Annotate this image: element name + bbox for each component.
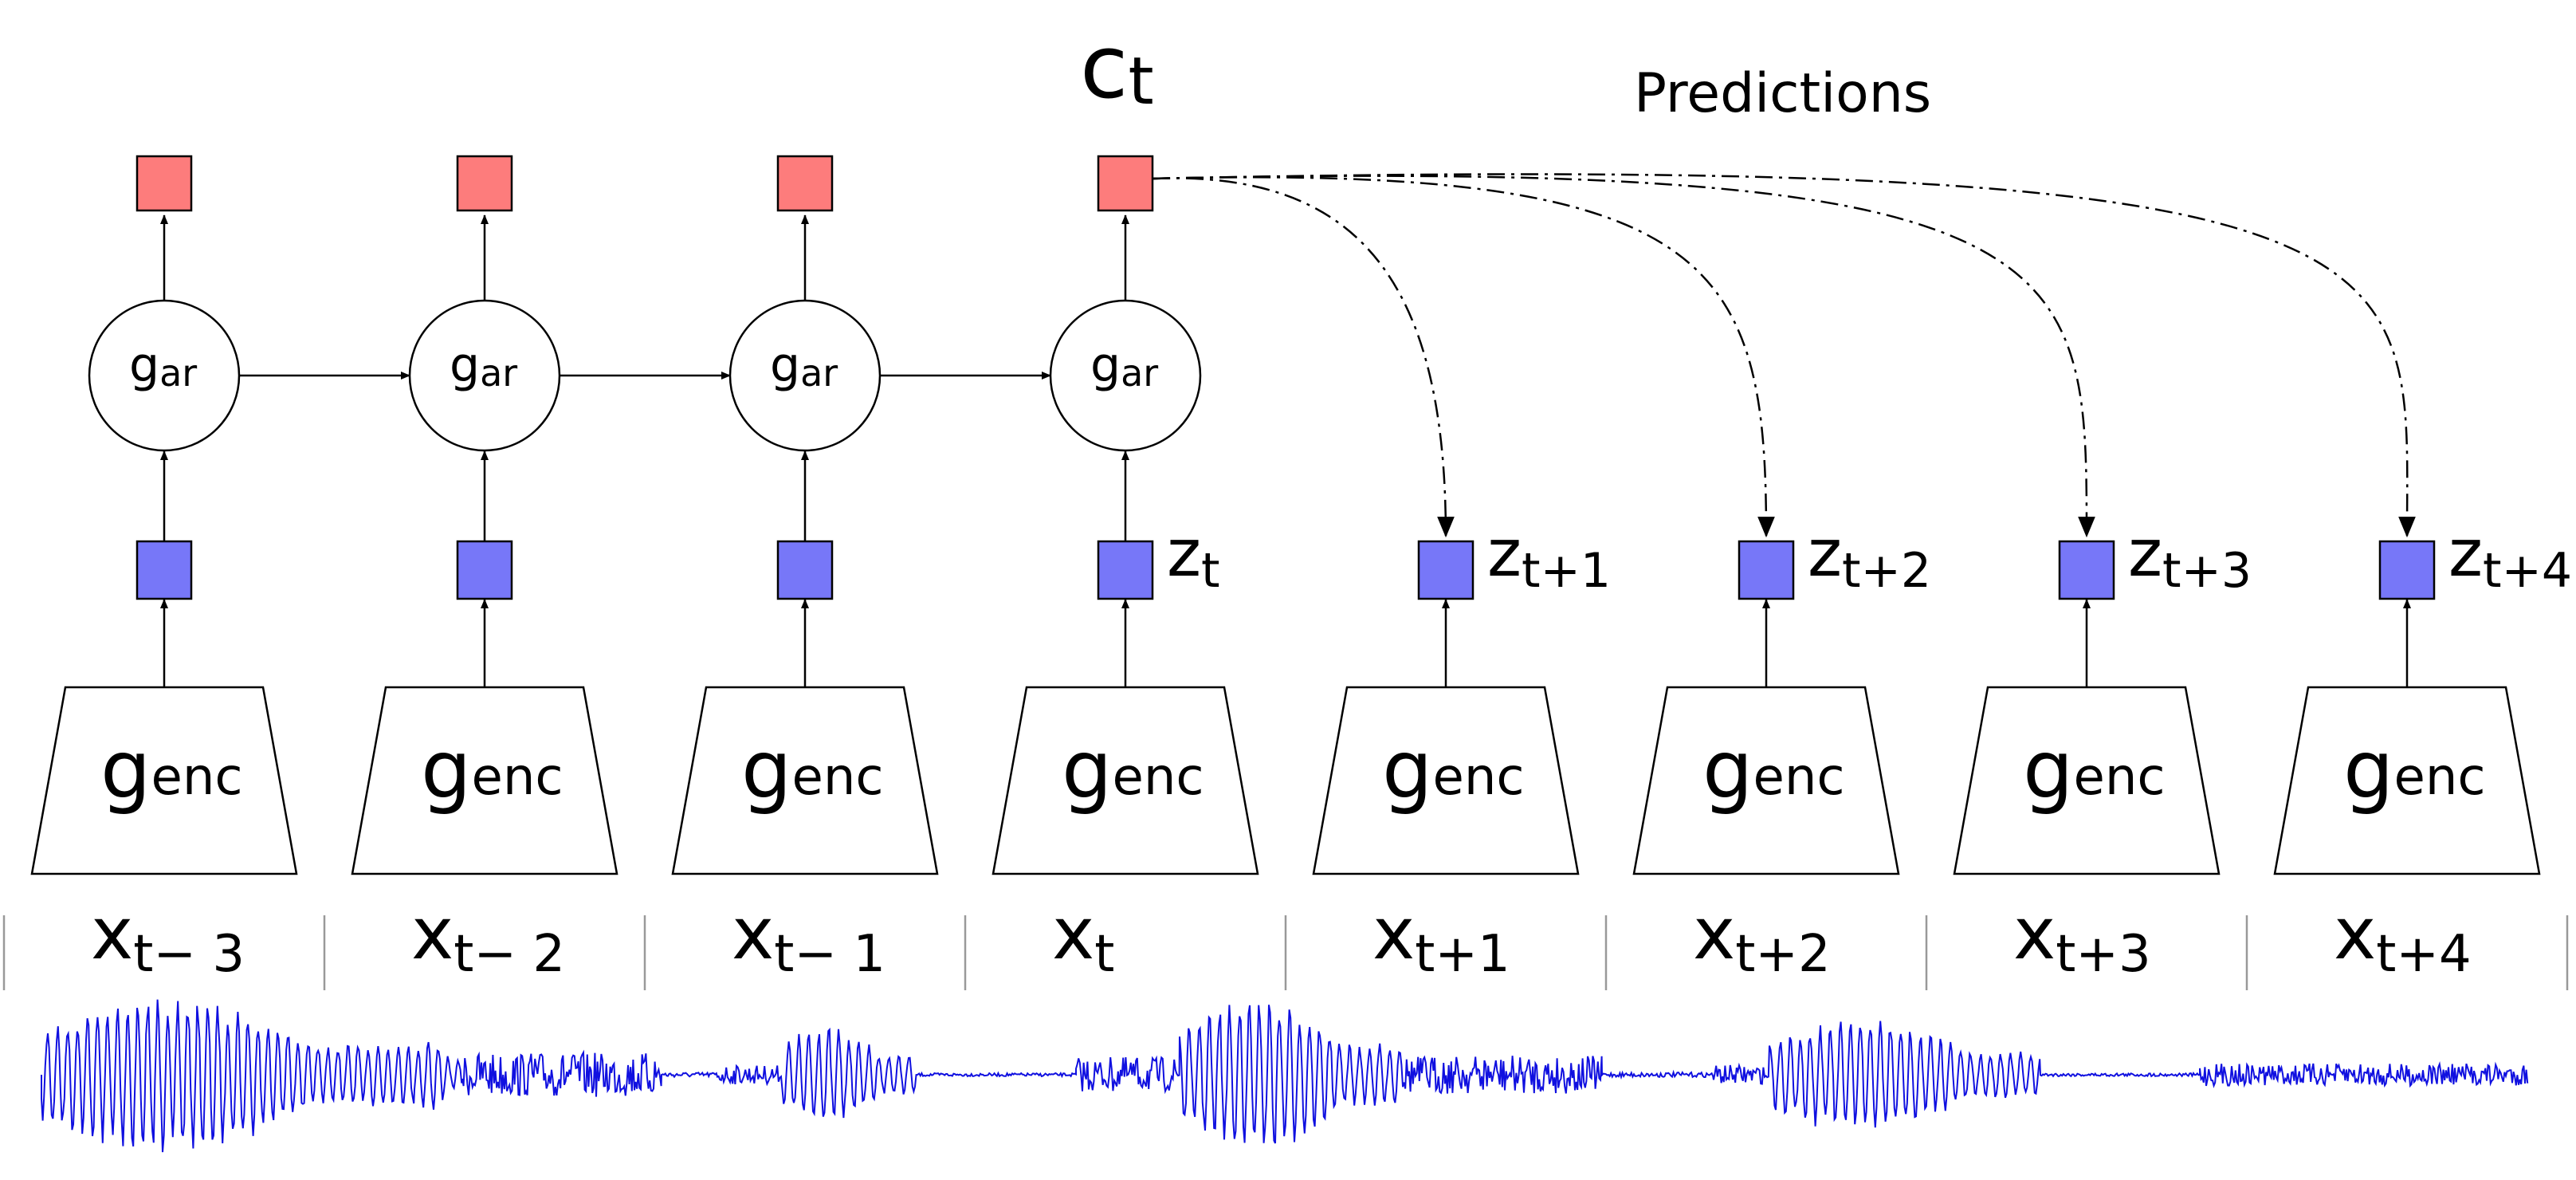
latent-label: zt+4 (2448, 516, 2572, 599)
context-c (456, 155, 513, 212)
encoder-label: genc (741, 723, 884, 816)
audio-waveform (41, 999, 2529, 1153)
context-c (776, 155, 834, 212)
input-label: xt− 2 (411, 892, 565, 984)
gar-label: gar (770, 337, 838, 395)
prediction-arrow-3 (1152, 175, 2095, 538)
encoder-block (1953, 686, 2221, 875)
latent-label: zt+2 (1808, 516, 1931, 599)
input-label: xt+3 (2013, 892, 2151, 984)
latent-label: zt+1 (1487, 516, 1611, 599)
prediction-arrow-2 (1152, 176, 1775, 538)
latent-label: zt+3 (2128, 516, 2252, 599)
timestep-7: genc zt+3 xt+3 (1953, 516, 2252, 984)
timestep-6: genc zt+2 xt+2 (1632, 516, 1931, 984)
input-label: xt+4 (2334, 892, 2472, 984)
context-c (135, 155, 193, 212)
input-label: xt (1052, 892, 1114, 984)
context-label: ct (1080, 16, 1154, 120)
gar-label: gar (129, 337, 197, 395)
encoder-block (2273, 686, 2541, 875)
gar-label: gar (450, 337, 517, 395)
timestep-5: genc zt+1 xt+1 (1312, 516, 1611, 984)
prediction-arrows (1152, 173, 2416, 538)
latent-z (1417, 540, 1475, 600)
timestep-3: genc xt− 1 gar (671, 155, 1051, 984)
latent-z (2058, 540, 2115, 600)
latent-z (776, 540, 834, 600)
timestep-dividers (2, 915, 2569, 990)
input-label: xt+2 (1693, 892, 1831, 984)
encoder-block (992, 686, 1259, 875)
input-label: xt+1 (1372, 892, 1510, 984)
latent-z (1738, 540, 1795, 600)
encoder-label: genc (2343, 723, 2486, 816)
latent-z (456, 540, 513, 600)
waveform-trace (41, 999, 2529, 1153)
encoder-label: genc (1382, 723, 1525, 816)
encoder-block (351, 686, 618, 875)
latent-z (135, 540, 193, 600)
latent-z (2378, 540, 2436, 600)
encoder-label: genc (100, 723, 243, 816)
gar-label: gar (1090, 337, 1158, 395)
input-label: xt− 1 (732, 892, 886, 984)
encoder-block (671, 686, 939, 875)
context-c (1097, 155, 1154, 212)
prediction-arrow-4 (1152, 173, 2416, 538)
prediction-arrow-1 (1152, 177, 1455, 538)
timestep-4: genc zt xt gar (992, 155, 1259, 984)
predictions-label: Predictions (1634, 62, 1931, 125)
encoder-label: genc (2023, 723, 2166, 816)
encoder-block (1632, 686, 1900, 875)
latent-z (1097, 540, 1154, 600)
timestep-2: genc xt− 2 gar (351, 155, 731, 984)
encoder-block (1312, 686, 1580, 875)
encoder-label: genc (421, 723, 564, 816)
encoder-block (30, 686, 298, 875)
timestep-1: genc xt− 3 gar (30, 155, 410, 984)
encoder-label: genc (1062, 723, 1204, 816)
timestep-8: genc zt+4 xt+4 (2273, 516, 2572, 984)
encoder-label: genc (1702, 723, 1845, 816)
input-label: xt− 3 (91, 892, 245, 984)
latent-label: zt (1167, 516, 1220, 599)
